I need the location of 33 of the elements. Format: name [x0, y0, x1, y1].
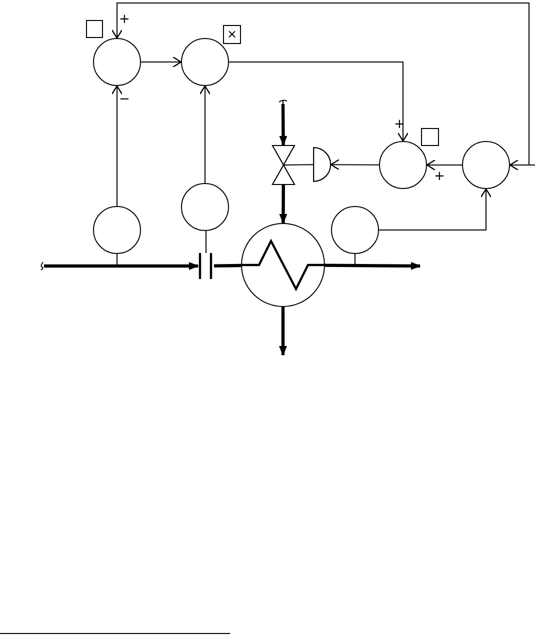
- process-line: [279, 184, 288, 224]
- instrument-bubble: [379, 141, 427, 189]
- function-box: [86, 20, 103, 38]
- control-valve: [272, 145, 295, 185]
- signal-line: [509, 159, 535, 171]
- instrument-bubble: [181, 38, 229, 86]
- orifice-plate: [198, 253, 214, 279]
- signal-line: [378, 188, 492, 230]
- instrument-bubble: [331, 206, 379, 254]
- signal-line: [116, 254, 118, 266]
- function-box: ×: [223, 25, 241, 44]
- valve-actuator: [313, 147, 331, 182]
- signal-line: [354, 254, 356, 266]
- sign-label: −: [119, 93, 130, 107]
- signal-line: [228, 62, 409, 142]
- sign-label: +: [119, 13, 130, 27]
- instrument-bubble: [93, 206, 141, 254]
- sign-label: +: [434, 170, 445, 184]
- process-line: [214, 264, 242, 268]
- signal-line: [111, 85, 123, 206]
- signal-line: [140, 56, 182, 68]
- process-line: [279, 104, 288, 146]
- instrument-bubble: [93, 38, 141, 86]
- signal-line: [426, 159, 462, 171]
- process-line: [44, 262, 199, 270]
- instrument-bubble: [462, 141, 510, 189]
- process-line: [279, 307, 287, 356]
- process-line: [324, 262, 421, 270]
- signal-line: [199, 85, 211, 184]
- signal-line: [283, 164, 314, 166]
- function-box: [421, 128, 439, 146]
- signal-line: [330, 159, 380, 170]
- instrument-bubble: [181, 183, 229, 231]
